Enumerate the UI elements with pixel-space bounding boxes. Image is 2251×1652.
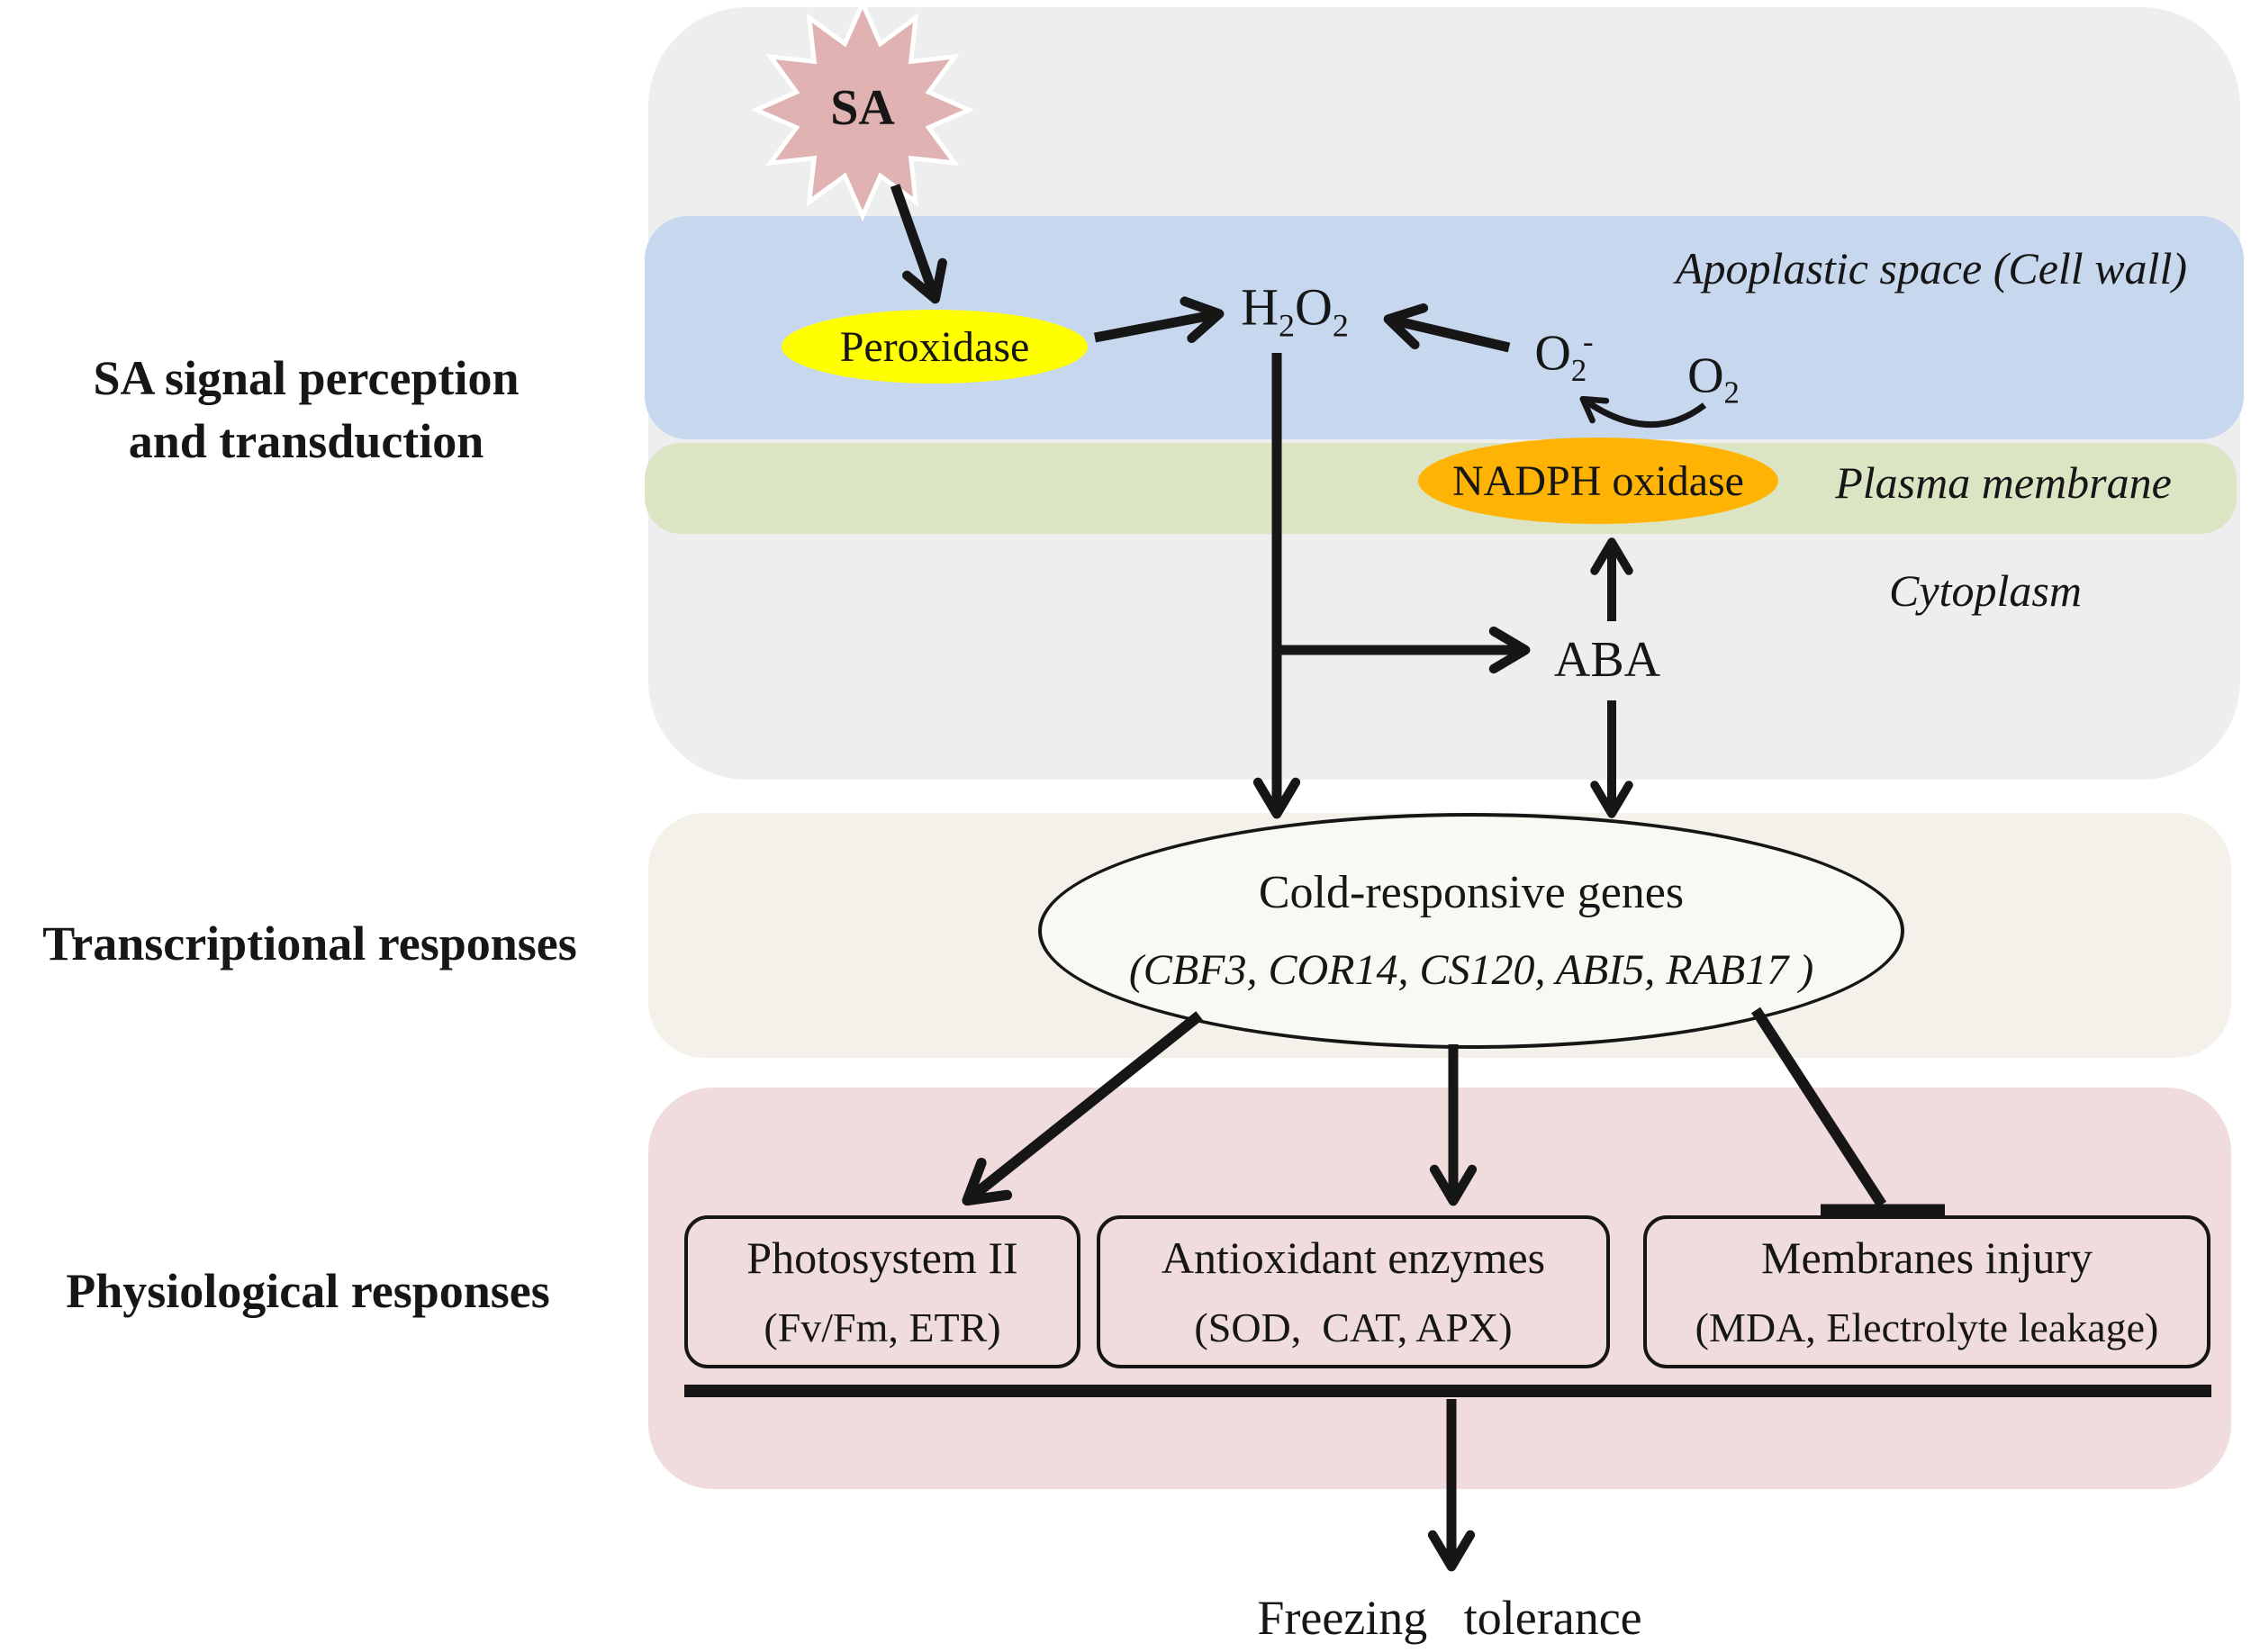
cold-responsive-genes-list: (CBF3, COR14, CS120, ABI5, RAB17 ) <box>1128 946 1814 994</box>
h2o2-label: H2O2 <box>1241 277 1349 345</box>
nadph-oxidase-node: NADPH oxidase <box>1418 438 1778 524</box>
photosystem-box-detail: (Fv/Fm, ETR) <box>764 1304 1001 1350</box>
physiological-band <box>648 1088 2231 1489</box>
h2o2-o: O <box>1295 277 1333 337</box>
h2o2-sub1: 2 <box>1279 307 1295 344</box>
antioxidant-box: Antioxidant enzymes (SOD, CAT, APX) <box>1097 1215 1610 1368</box>
superoxide-sub: 2 <box>1570 352 1587 388</box>
antioxidant-box-detail: (SOD, CAT, APX) <box>1194 1304 1513 1350</box>
oxygen-label: O2 <box>1687 347 1740 411</box>
photosystem-box-title: Photosystem II <box>746 1232 1018 1283</box>
membranes-injury-box: Membranes injury (MDA, Electrolyte leaka… <box>1643 1215 2210 1368</box>
h2o2-h: H <box>1241 277 1279 337</box>
peroxidase-label: Peroxidase <box>839 322 1030 371</box>
superoxide-minus: - <box>1583 324 1594 360</box>
sa-label: SA <box>830 80 895 136</box>
section-label-transcriptional: Transcriptional responses <box>42 916 577 970</box>
oxygen-o: O <box>1687 348 1724 404</box>
membranes-injury-box-title: Membranes injury <box>1761 1232 2093 1283</box>
nadph-oxidase-label: NADPH oxidase <box>1452 456 1744 505</box>
freezing-tolerance-label: Freezing tolerance <box>1257 1591 1642 1645</box>
h2o2-sub2: 2 <box>1332 307 1349 344</box>
section-label-signal-line1: SA signal perception <box>93 351 520 405</box>
cytoplasm-label: Cytoplasm <box>1889 565 2082 616</box>
plasma-membrane-label: Plasma membrane <box>1835 457 2172 508</box>
apoplast-label: Apoplastic space (Cell wall) <box>1676 243 2187 293</box>
section-label-physiological: Physiological responses <box>66 1264 550 1318</box>
membranes-injury-box-detail: (MDA, Electrolyte leakage) <box>1695 1304 2159 1350</box>
peroxidase-node: Peroxidase <box>782 310 1088 384</box>
antioxidant-box-title: Antioxidant enzymes <box>1161 1232 1546 1283</box>
oxygen-sub: 2 <box>1723 375 1740 411</box>
cold-responsive-genes-title: Cold-responsive genes <box>1258 867 1685 918</box>
section-label-signal: SA signal perception and transduction <box>93 347 519 473</box>
superoxide-label: O2- <box>1534 324 1593 389</box>
cold-responsive-genes-ellipse: Cold-responsive genes (CBF3, COR14, CS12… <box>1038 813 1904 1049</box>
superoxide-o: O <box>1534 325 1571 382</box>
aba-label: ABA <box>1553 632 1661 688</box>
photosystem-box: Photosystem II (Fv/Fm, ETR) <box>684 1215 1080 1368</box>
section-label-signal-line2: and transduction <box>128 414 484 468</box>
